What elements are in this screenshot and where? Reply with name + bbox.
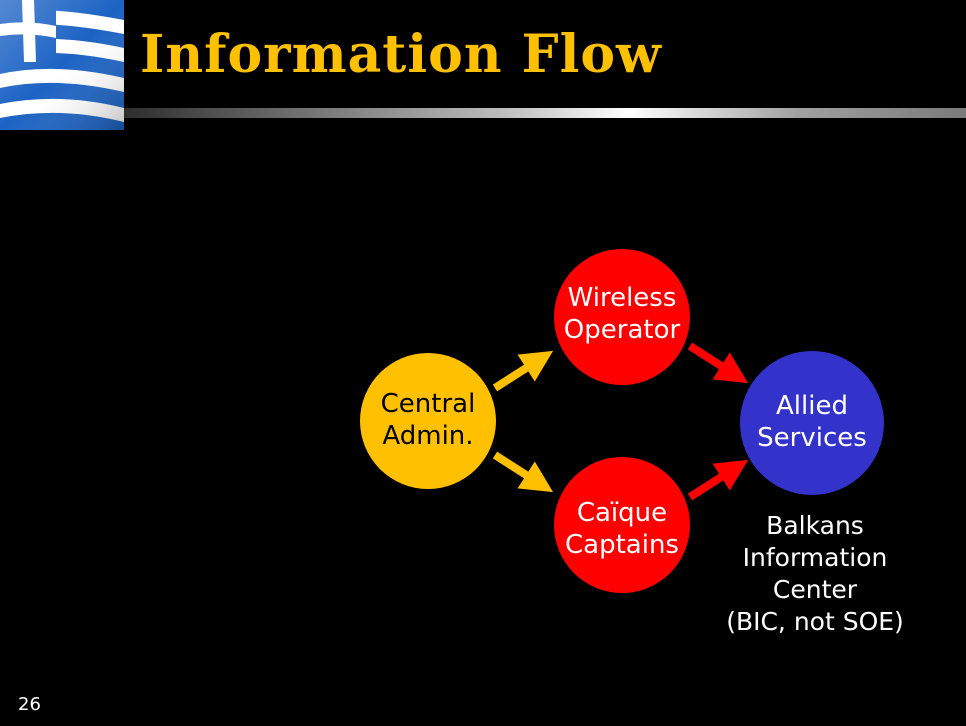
- slide-number: 26: [18, 694, 41, 715]
- arrow-central-to-caique: [492, 451, 554, 493]
- node-allied-services: Allied Services: [740, 351, 884, 495]
- node-wireless-operator: Wireless Operator: [554, 249, 690, 385]
- caption-line4: (BIC, not SOE): [726, 607, 904, 636]
- node-caique-captains-line1: Caïque: [577, 498, 667, 528]
- node-central-admin: Central Admin.: [360, 353, 496, 489]
- node-allied-services-line1: Allied: [776, 391, 848, 421]
- greek-flag-icon: [0, 0, 124, 130]
- node-caique-captains-line2: Captains: [565, 530, 679, 560]
- node-central-admin-line2: Admin.: [382, 421, 473, 451]
- caption-line2: Information: [742, 543, 888, 572]
- node-caique-captains: Caïque Captains: [554, 457, 690, 593]
- node-wireless-operator-line2: Operator: [564, 315, 681, 345]
- slide-title: Information Flow: [140, 24, 662, 85]
- node-allied-services-line2: Services: [757, 423, 867, 453]
- allied-services-caption: Balkans Information Center (BIC, not SOE…: [705, 510, 925, 638]
- caption-line3: Center: [772, 575, 858, 604]
- arrow-central-to-wireless: [492, 350, 554, 392]
- arrow-caique-to-allied: [687, 459, 749, 501]
- caption-line1: Balkans: [766, 511, 864, 540]
- node-wireless-operator-line1: Wireless: [568, 283, 677, 313]
- arrow-wireless-to-allied: [687, 342, 749, 384]
- node-central-admin-line1: Central: [381, 389, 476, 419]
- title-underline-bar: [124, 108, 966, 118]
